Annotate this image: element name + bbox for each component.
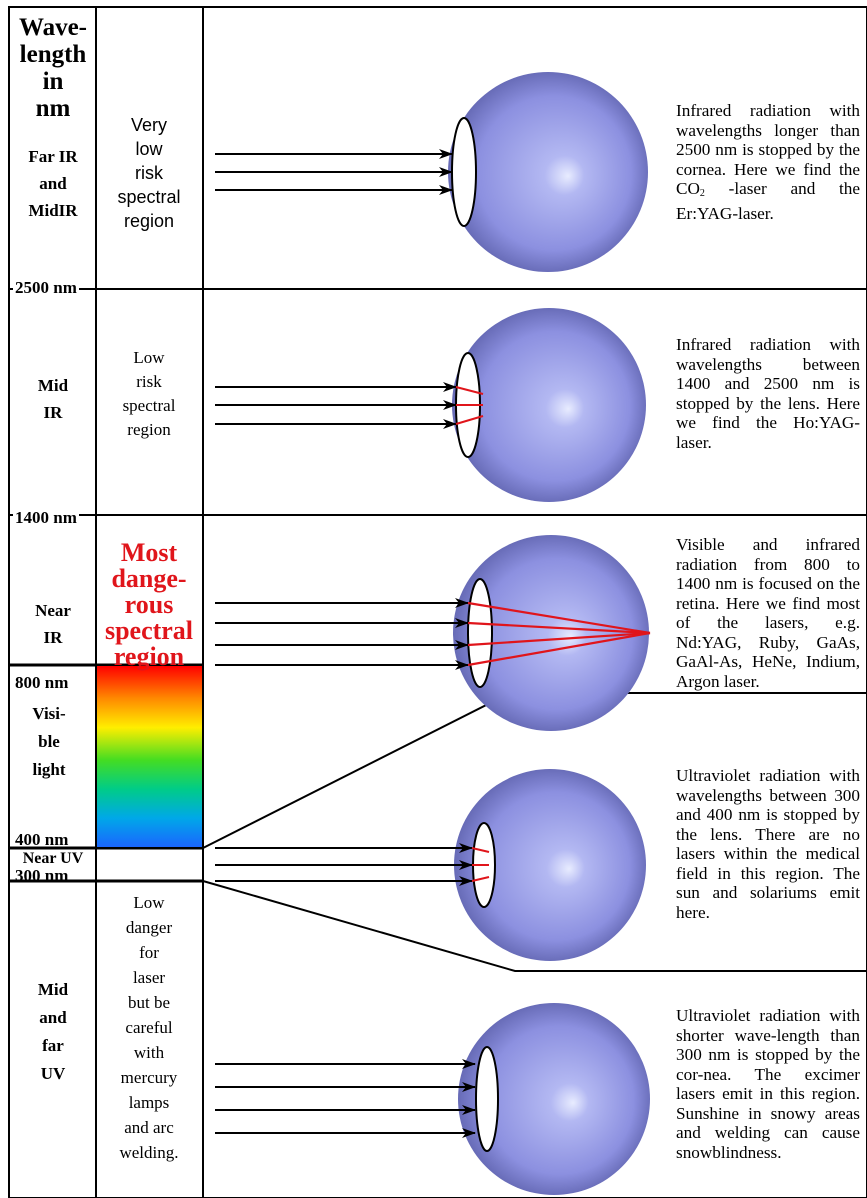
description-text: Infrared radiation with wavelengths long… xyxy=(676,101,860,198)
risk-label-line: for xyxy=(139,943,159,962)
risk-label-line: Most xyxy=(120,538,178,567)
risk-label-very-low: Very low risk spectral region xyxy=(96,113,202,233)
risk-label-line: Low xyxy=(133,893,165,912)
eye-near-ir xyxy=(215,535,651,731)
band-label-line: Mid xyxy=(37,980,69,999)
risk-label-line: region xyxy=(123,211,175,231)
band-label-near-uv: Near UV xyxy=(11,851,95,867)
eye-far-ir xyxy=(215,72,648,272)
boundary-label-1400: 1400 nm xyxy=(13,508,79,528)
band-label-line: ble xyxy=(38,732,60,751)
description-near-ir: Visible and infrared radiation from 800 … xyxy=(676,535,860,691)
header-line: Wave- xyxy=(18,14,88,41)
risk-label-line: mercury xyxy=(120,1068,178,1087)
band-label-visible: Visi- ble light xyxy=(11,700,87,784)
risk-label-line: careful xyxy=(125,1018,173,1037)
eye-mid-far-uv xyxy=(215,1003,650,1195)
band-label-line: Visi- xyxy=(32,704,66,723)
band-label-line: and xyxy=(39,174,67,193)
description-mid-ir: Infrared radiation with wavelengths betw… xyxy=(676,335,860,452)
risk-label-line: Very xyxy=(130,115,168,135)
band-label-line: far xyxy=(42,1036,64,1055)
risk-label-line: region xyxy=(113,642,185,671)
band-label-line: Near UV xyxy=(22,850,84,867)
description-text-tail: -laser and the Er:YAG-laser. xyxy=(676,179,860,223)
boundary-label-300: 300 nm xyxy=(15,866,69,885)
risk-label-line: risk xyxy=(136,372,162,391)
risk-label-line: and arc xyxy=(124,1118,174,1137)
header-line: in xyxy=(42,68,64,95)
header-line: length xyxy=(19,41,87,68)
risk-label-line: lamps xyxy=(128,1093,170,1112)
band-label-line: MidIR xyxy=(28,201,78,220)
band-label-line: UV xyxy=(40,1064,66,1083)
risk-label-low-danger: Low danger for laser but be careful with… xyxy=(96,890,202,1165)
risk-label-most-dangerous: Most dange- rous spectral region xyxy=(96,540,202,670)
band-label-line: and xyxy=(39,1008,67,1027)
risk-label-line: dange- xyxy=(111,564,187,593)
risk-label-line: danger xyxy=(125,918,173,937)
description-near-uv: Ultraviolet radiation with wavelengths b… xyxy=(676,766,860,922)
outer-frame xyxy=(8,6,867,1198)
risk-label-line: spectral xyxy=(117,187,181,207)
description-mid-far-uv: Ultraviolet radiation with shorter wave-… xyxy=(676,1006,860,1162)
visible-spectrum-bar xyxy=(97,666,202,847)
boundary-label-2500: 2500 nm xyxy=(13,278,79,298)
wavelength-header: Wave- length in nm xyxy=(11,14,95,122)
risk-label-line: laser xyxy=(132,968,166,987)
risk-label-line: but be xyxy=(127,993,171,1012)
band-label-mid-ir: Mid IR xyxy=(11,372,95,426)
near-uv-callout-bottom xyxy=(202,880,867,972)
risk-label-line: region xyxy=(127,420,171,439)
description-subscript: 2 xyxy=(699,188,705,199)
band-label-line: Mid xyxy=(37,376,69,395)
band-label-line: Near xyxy=(35,601,71,620)
band-label-mid-far-uv: Mid and far UV xyxy=(11,976,95,1088)
band-label-far-ir: Far IR and MidIR xyxy=(11,143,95,224)
band-label-line: light xyxy=(32,760,66,779)
band-label-near-ir: Near IR xyxy=(11,597,95,651)
boundary-label-400: 400 nm xyxy=(15,830,69,849)
risk-label-line: low xyxy=(135,139,163,159)
risk-label-line: Low xyxy=(133,348,165,367)
risk-label-line: welding. xyxy=(119,1143,179,1162)
band-label-line: IR xyxy=(43,628,63,647)
description-far-ir: Infrared radiation with wavelengths long… xyxy=(676,101,860,223)
eye-near-uv xyxy=(215,769,646,961)
band-label-line: Far IR xyxy=(28,147,78,166)
header-line: nm xyxy=(35,95,71,122)
risk-label-low: Low risk spectral region xyxy=(96,346,202,442)
risk-label-line: rous xyxy=(124,590,174,619)
risk-label-line: risk xyxy=(135,163,163,183)
boundary-label-800: 800 nm xyxy=(15,673,69,692)
risk-label-line: with xyxy=(133,1043,165,1062)
risk-label-line: spectral xyxy=(104,616,194,645)
eye-mid-ir xyxy=(215,308,646,502)
risk-label-line: spectral xyxy=(122,396,176,415)
band-label-line: IR xyxy=(43,403,63,422)
